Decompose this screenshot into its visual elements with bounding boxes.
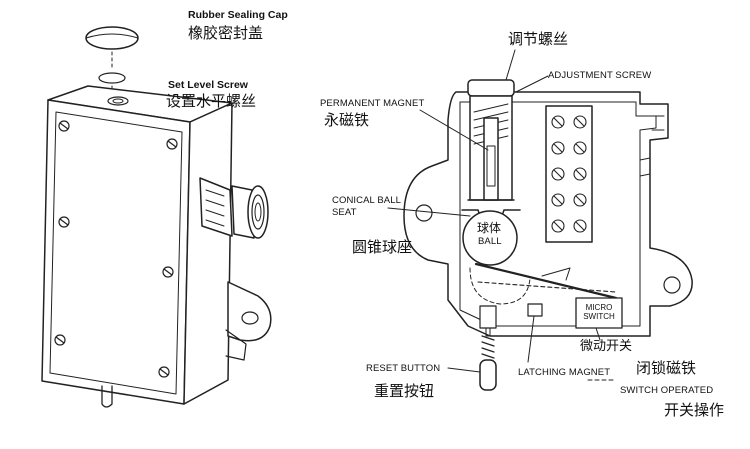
housing-side xyxy=(183,102,233,405)
rubber-cap-label-zh: 橡胶密封盖 xyxy=(188,24,264,42)
switch-arm xyxy=(474,262,618,300)
seat-label-zh: 圆锥球座 xyxy=(352,238,413,256)
cover-screws xyxy=(54,120,178,378)
leader-lines xyxy=(387,49,617,381)
latching-magnet xyxy=(527,303,543,317)
set-screw-label-en: Set Level Screw xyxy=(168,79,248,91)
micro-switch-label-en-2: SWITCH xyxy=(583,312,615,321)
ball-travel-path xyxy=(469,267,531,305)
ball-label-zh: 球体 xyxy=(477,221,502,235)
ball xyxy=(462,210,518,266)
rubber-sealing-cap xyxy=(85,26,139,105)
section-view xyxy=(387,49,693,391)
terminal-block xyxy=(545,105,593,243)
seat-label-en-2: SEAT xyxy=(332,207,357,218)
rubber-cap-label-en: Rubber Sealing Cap xyxy=(188,9,288,21)
seat-label-en-1: CONICAL BALL xyxy=(332,195,401,206)
switch-arm-operated xyxy=(477,281,617,293)
cable-gland xyxy=(199,177,269,239)
micro-switch-label-en-1: MICRO xyxy=(585,303,613,312)
latching-magnet-label-zh: 闭锁磁铁 xyxy=(636,359,697,377)
set-screw-label-zh: 设置水平螺丝 xyxy=(166,92,257,110)
adjustment-screw-head xyxy=(467,79,515,97)
adjust-screw-label-en: ADJUSTMENT SCREW xyxy=(548,70,652,81)
set-level-screw-hole xyxy=(107,96,129,106)
switch-operated-label-en: SWITCH OPERATED xyxy=(620,385,714,396)
magnet-label-en: PERMANENT MAGNET xyxy=(320,98,425,109)
reset-button-label-en: RESET BUTTON xyxy=(366,363,441,374)
exterior-view xyxy=(41,26,272,408)
adjust-screw-label-zh: 调节螺丝 xyxy=(508,30,569,48)
reset-stem-exterior xyxy=(101,385,113,408)
switch-operated-label-zh: 开关操作 xyxy=(664,401,725,419)
permanent-magnet-assembly xyxy=(467,95,515,201)
reset-button-label-zh: 重置按钮 xyxy=(374,382,435,400)
magnet-label-zh: 永磁铁 xyxy=(324,111,370,129)
micro-switch-label-zh: 微动开关 xyxy=(580,339,633,354)
micro-switch xyxy=(575,297,623,329)
ball-label-en: BALL xyxy=(478,236,502,247)
latching-magnet-label-en: LATCHING MAGNET xyxy=(518,367,611,378)
reset-button xyxy=(479,305,497,391)
mounting-ear xyxy=(227,281,272,342)
